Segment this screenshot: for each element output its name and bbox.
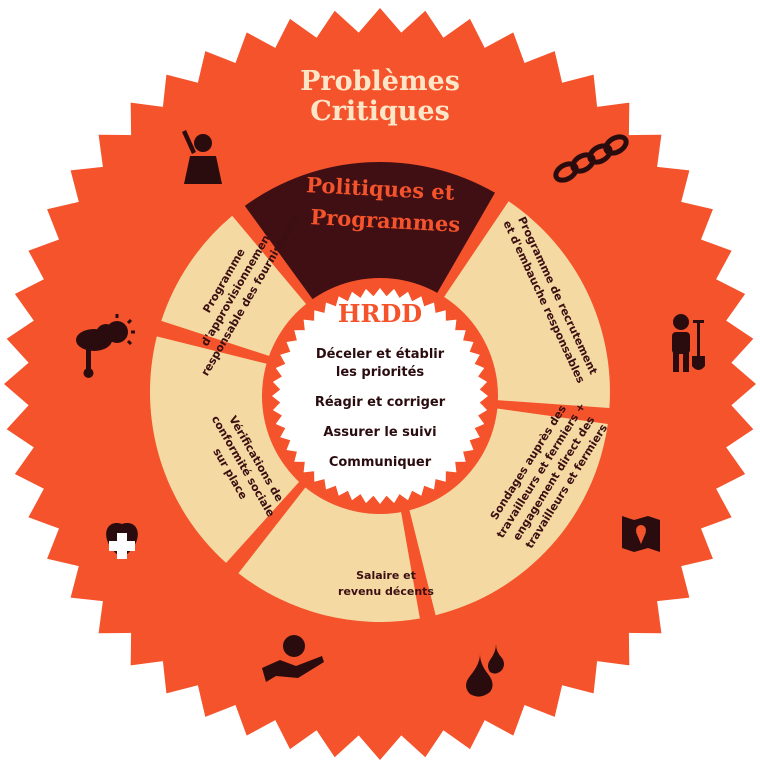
segment-supplier-sourcing [161,215,308,358]
weather-thermometer-icon [76,314,135,378]
hrdd-title: HRDD [338,299,422,328]
person-raising-hand-icon [182,130,222,184]
core-item-communicate: Communiquer [329,455,432,470]
hand-holding-coin-icon [262,635,324,682]
land-map-icon [622,516,660,552]
chain-links-icon [553,134,629,183]
segment-living-wage [238,480,420,622]
outer-title-line2: Critiques [310,96,450,127]
child-labor-shovel-icon [672,314,705,372]
health-heart-icon [106,523,138,559]
segment-worker-surveys [407,407,608,616]
segment-living-wage-label: Salaire et revenu décents [338,569,434,598]
policies-segment [244,161,495,302]
segment-label-line: Salaire et [356,569,416,582]
hrdd-core [272,288,488,504]
core-item-identify: Déceler et établir [316,347,445,362]
core-item-identify-cont: les priorités [336,365,425,380]
water-drops-icon [466,644,504,697]
outer-title-line1: Problèmes [300,66,460,97]
segment-recruitment [442,201,610,408]
segment-label-line: revenu décents [338,585,434,598]
core-item-track: Assurer le suivi [323,425,436,440]
core-item-respond: Réagir et corriger [315,395,446,410]
